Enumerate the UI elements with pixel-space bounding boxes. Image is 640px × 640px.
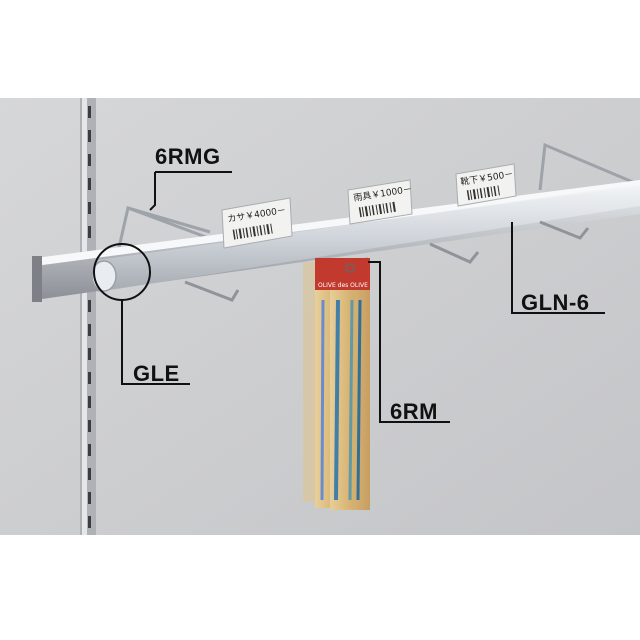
price-tag-2: 雨具￥1000－ [347,179,413,225]
wire-bracket [116,142,640,253]
price-tag-1: カサ￥4000－ [221,197,293,249]
wall-upright [80,98,96,535]
clear-tube [91,184,640,292]
label-gln-6: GLN-6 [521,290,590,315]
label-gle: GLE [133,361,180,386]
price-tag-3: 靴下￥500－ [455,163,517,207]
package-label: OLIVE des OLIVE [318,282,368,289]
shelf-display-photo: カサ￥4000－ 雨具￥1000－ [0,98,640,535]
hanging-packages: OLIVE des OLIVE [303,258,370,510]
label-6rmg: 6RMG [155,144,221,169]
callout-lines [121,171,605,423]
label-6rm: 6RM [390,399,438,424]
